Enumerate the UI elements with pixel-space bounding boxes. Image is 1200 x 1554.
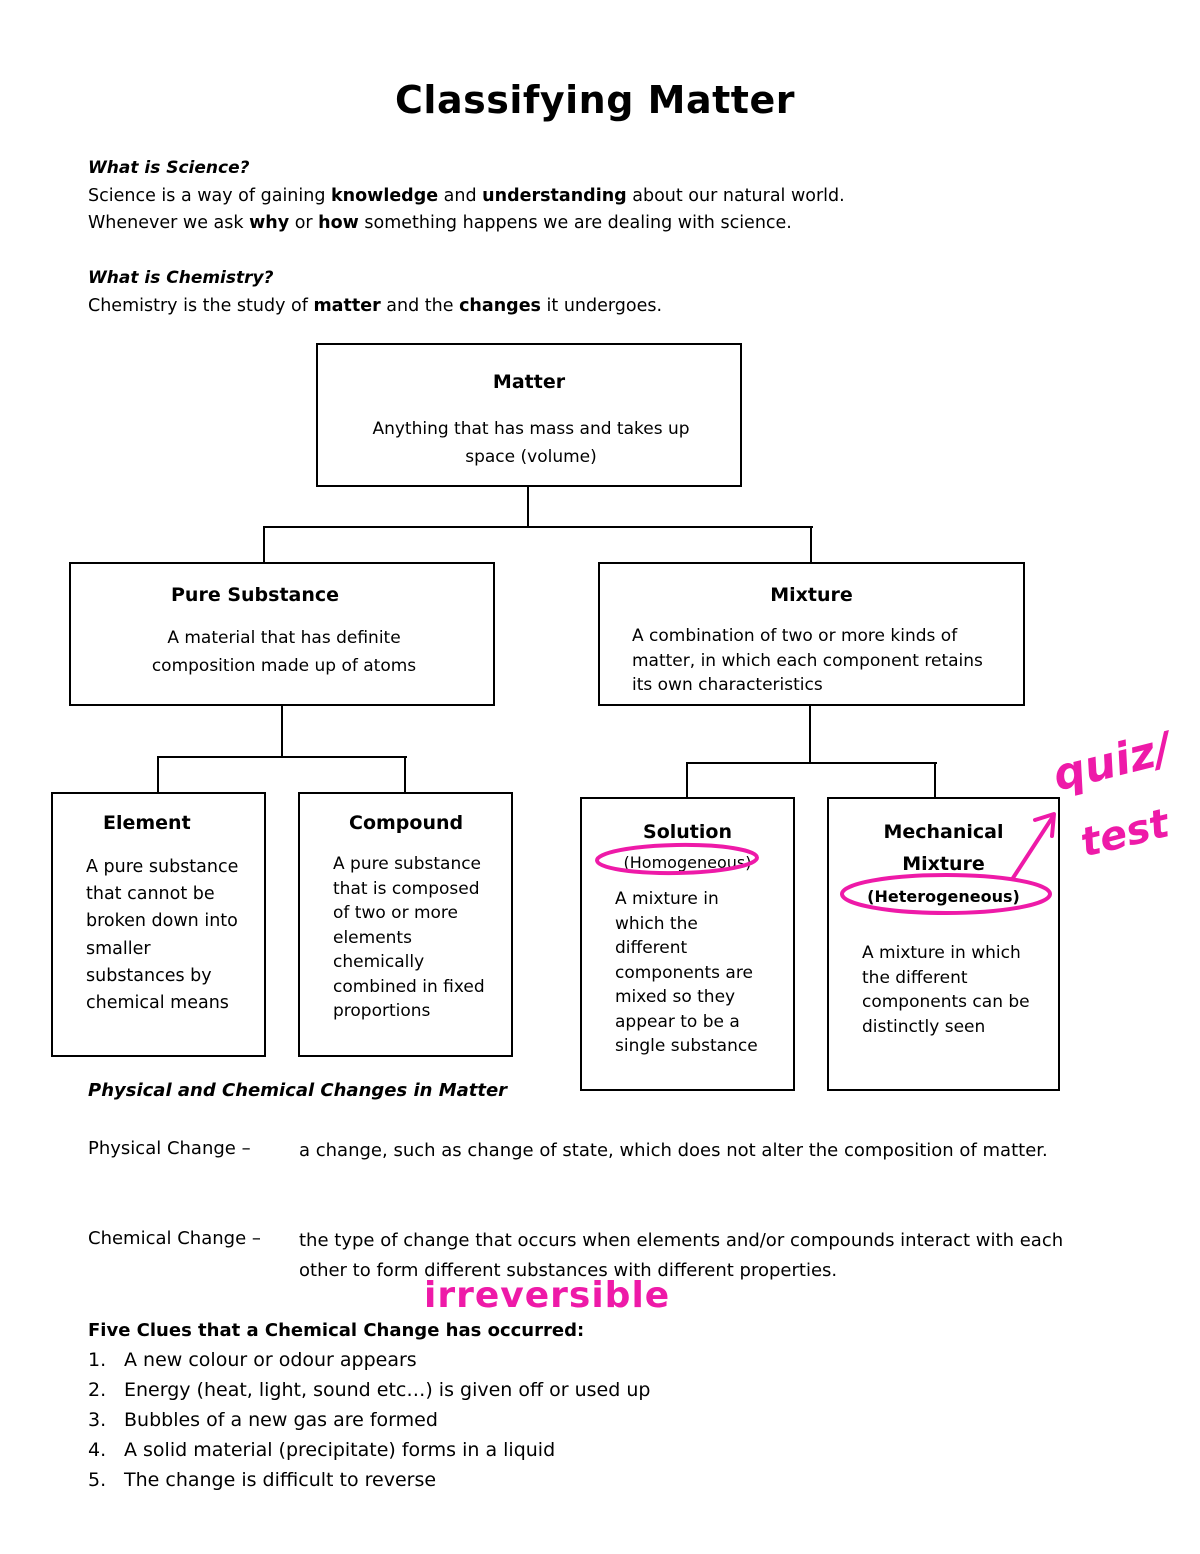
connector-solution	[686, 762, 688, 799]
changes-heading: Physical and Chemical Changes in Matter	[88, 1080, 508, 1101]
annotation-test: test	[1076, 800, 1174, 867]
chemistry-question: What is Chemistry?	[88, 268, 274, 288]
element-text: A pure substance that cannot be broken d…	[86, 857, 239, 1014]
matter-box: Matter Anything that has mass and takes …	[316, 343, 742, 487]
connector-pure	[263, 526, 265, 564]
connector-matter	[527, 486, 529, 528]
mechanical-subtitle: (Heterogeneous)	[867, 887, 1020, 906]
mechanical-title-line1: Mechanical	[883, 821, 1004, 843]
physical-change-definition: a change, such as change of state, which…	[299, 1140, 1048, 1161]
solution-title: Solution	[643, 821, 732, 843]
list-item: 3.Bubbles of a new gas are formed	[88, 1409, 438, 1431]
annotation-irreversible: irreversible	[424, 1275, 671, 1316]
chemical-change-definition: the type of change that occurs when elem…	[299, 1230, 1064, 1281]
annotation-quiz: quiz/	[1048, 723, 1177, 802]
science-definition: Science is a way of gaining knowledge an…	[88, 186, 845, 206]
mixture-text: A combination of two or more kinds of ma…	[632, 626, 983, 695]
compound-text: A pure substance that is composed of two…	[333, 854, 485, 1021]
connector-pure-down	[281, 705, 283, 758]
connector-element	[157, 756, 159, 794]
element-title: Element	[103, 812, 191, 834]
mechanical-title-line2: Mixture	[902, 853, 985, 875]
connector-compound	[404, 756, 406, 794]
science-question: What is Science?	[88, 158, 250, 178]
pure-substance-text: A material that has definite composition…	[151, 628, 417, 676]
physical-change-label: Physical Change –	[88, 1138, 251, 1159]
chemistry-definition: Chemistry is the study of matter and the…	[88, 296, 663, 316]
science-explanation: Whenever we ask why or how something hap…	[88, 213, 792, 233]
list-item: 4.A solid material (precipitate) forms i…	[88, 1439, 556, 1461]
mechanical-text: A mixture in which the different compone…	[862, 943, 1030, 1037]
connector-pure-level	[157, 756, 407, 758]
clues-title: Five Clues that a Chemical Change has oc…	[88, 1320, 585, 1341]
connector-mixture-level	[686, 762, 937, 764]
chemical-change-label: Chemical Change –	[88, 1228, 261, 1249]
mixture-box: Mixture A combination of two or more kin…	[598, 562, 1025, 706]
connector-mechanical	[934, 762, 936, 799]
pure-substance-title: Pure Substance	[171, 584, 340, 606]
element-box: Element A pure substance that cannot be …	[51, 792, 266, 1057]
connector-mixture-down	[809, 705, 811, 763]
solution-text: A mixture in which the different compone…	[615, 889, 758, 1056]
mixture-title: Mixture	[770, 584, 853, 606]
mechanical-mixture-box: Mechanical Mixture (Heterogeneous) A mix…	[827, 797, 1060, 1091]
list-item: 1.A new colour or odour appears	[88, 1349, 417, 1371]
connector-mixture	[810, 526, 812, 564]
pure-substance-box: Pure Substance A material that has defin…	[69, 562, 495, 706]
page-title: Classifying Matter	[395, 78, 795, 122]
matter-title: Matter	[492, 371, 566, 393]
solution-subtitle: (Homogeneous)	[623, 853, 752, 872]
compound-title: Compound	[349, 812, 464, 834]
connector-level1	[263, 526, 813, 528]
matter-text: Anything that has mass and takes up spac…	[372, 419, 690, 467]
list-item: 2.Energy (heat, light, sound etc…) is gi…	[88, 1379, 651, 1401]
solution-box: Solution (Homogeneous) A mixture in whic…	[580, 797, 795, 1091]
compound-box: Compound A pure substance that is compos…	[298, 792, 513, 1057]
list-item: 5.The change is difficult to reverse	[88, 1469, 437, 1491]
